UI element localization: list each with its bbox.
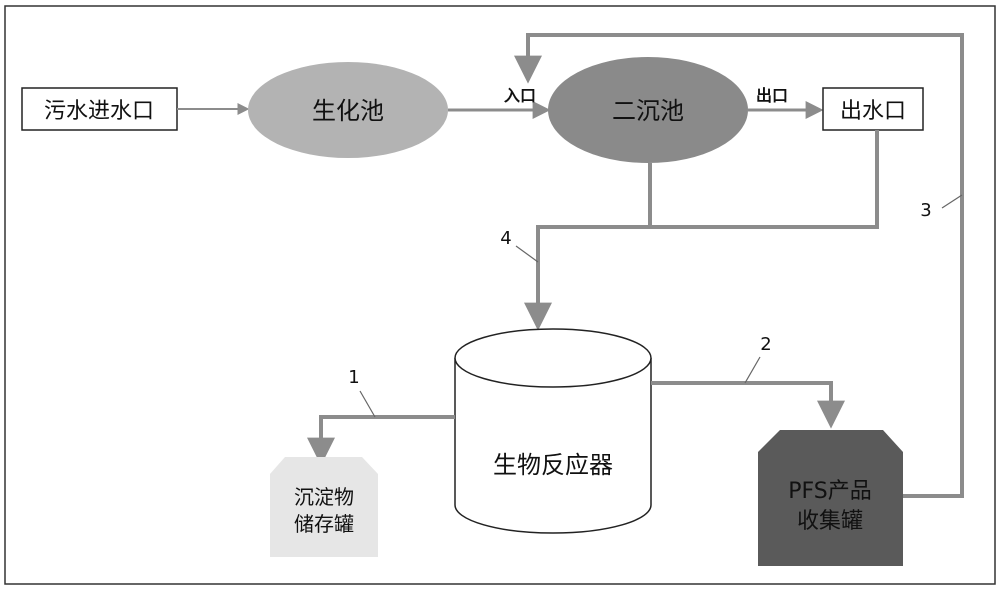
reactor-label: 生物反应器 — [493, 451, 613, 479]
pfs-label-line1: PFS产品 — [788, 479, 872, 504]
outlet-box — [822, 87, 924, 131]
reactor-body — [454, 358, 652, 534]
biochem-label: 生化池 — [312, 97, 384, 125]
pfs-collection-tank — [758, 430, 903, 566]
callout-3-leader — [941, 194, 963, 209]
pipe-2-to-pfs — [651, 381, 845, 429]
callout-4-leader — [515, 245, 539, 263]
reactor-top — [454, 328, 652, 388]
callout-2-leader — [744, 356, 761, 384]
pipe-3-recycle — [514, 33, 964, 498]
outlet-label: 出水口 — [840, 99, 906, 124]
pipe-4-to-reactor — [524, 130, 879, 331]
exit-port-label: 出口 — [756, 86, 788, 105]
callout-2: 2 — [760, 334, 771, 355]
biochem-tank — [248, 62, 448, 158]
secondary-clarifier — [548, 57, 748, 163]
callout-3: 3 — [920, 200, 931, 221]
callout-1-leader — [359, 390, 376, 418]
callout-1: 1 — [348, 367, 359, 388]
secondary-label: 二沉池 — [612, 97, 684, 125]
callout-4: 4 — [500, 228, 511, 249]
inlet-label: 污水进水口 — [44, 99, 154, 124]
entry-port-label: 入口 — [504, 86, 536, 105]
pfs-label-line2: 收集罐 — [797, 509, 863, 534]
outer-frame — [4, 5, 996, 585]
inlet-box — [21, 87, 178, 131]
sediment-tank — [270, 457, 378, 557]
pipe-1-to-sediment — [307, 415, 455, 466]
sediment-label-line1: 沉淀物 — [294, 485, 354, 509]
sediment-label-line2: 储存罐 — [294, 512, 354, 536]
